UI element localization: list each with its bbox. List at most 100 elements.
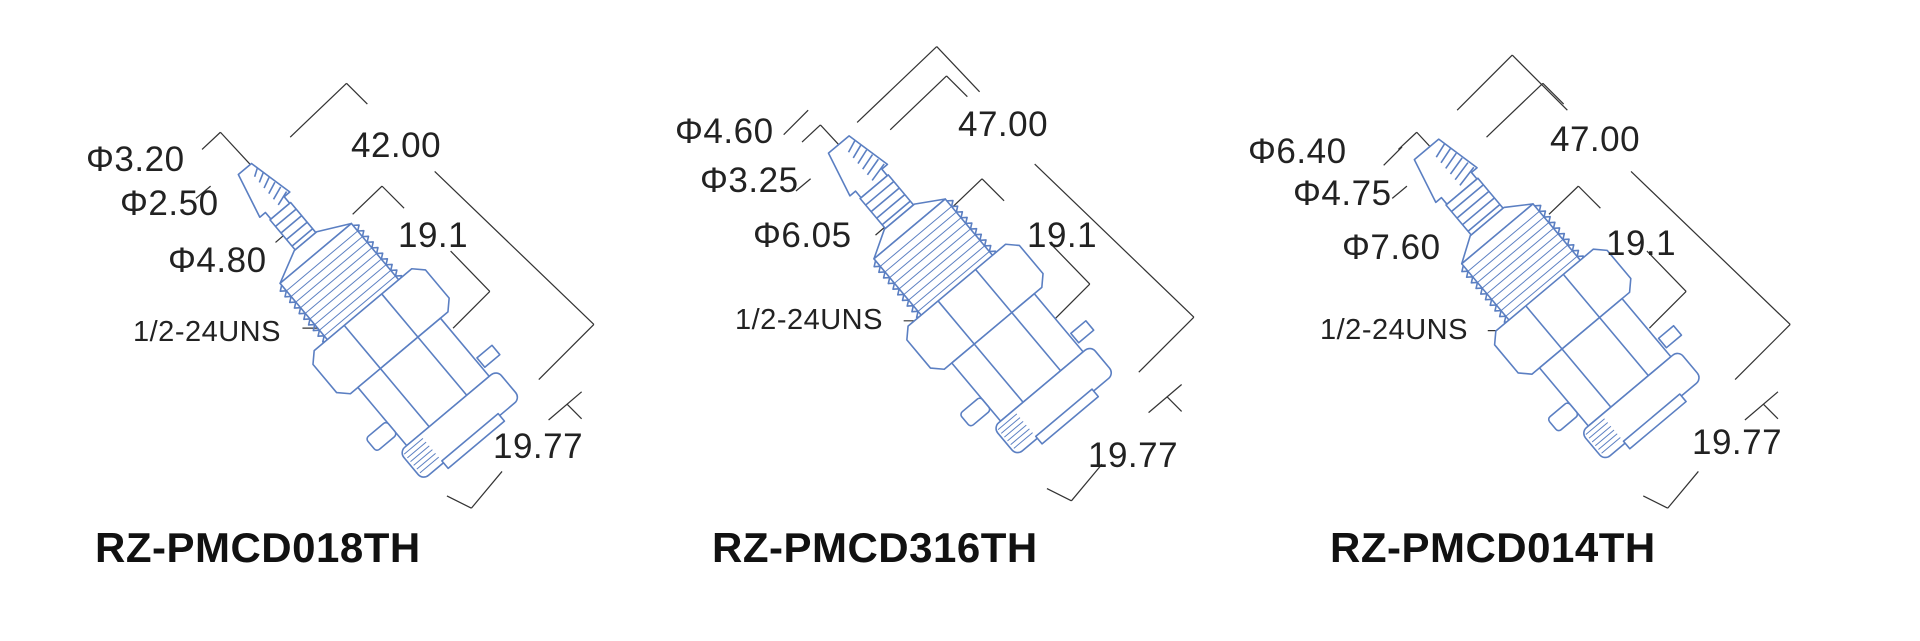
- barb-hatch: [862, 154, 874, 170]
- dimension-line: [936, 46, 981, 93]
- dimension-line: [1034, 163, 1195, 318]
- dimension-line: [352, 185, 383, 215]
- dimension-line: [1762, 403, 1779, 420]
- grip-line: [997, 413, 1018, 430]
- fitting-drawing: [827, 135, 1113, 454]
- barb-hatch: [866, 158, 879, 176]
- dia-outer-label: Φ6.40: [1248, 132, 1347, 171]
- latch-tab: [1547, 402, 1579, 432]
- thread-line: [884, 211, 957, 273]
- dimension-line: [434, 170, 595, 325]
- thread-line: [1477, 222, 1550, 283]
- neck-ring: [1451, 184, 1484, 213]
- grip-line: [1013, 432, 1033, 449]
- part-1: [195, 82, 595, 509]
- dimension-line: [1166, 396, 1183, 412]
- dia-neck-label: Φ6.05: [753, 216, 852, 255]
- latch-button: [1657, 324, 1683, 349]
- dimension-line: [538, 324, 595, 381]
- grip-line: [1598, 433, 1618, 450]
- dimension-lines: [783, 46, 1195, 502]
- fitting-drawing: [1413, 138, 1700, 459]
- barb-hatch: [1449, 157, 1463, 175]
- dia-neck-label: Φ4.80: [168, 241, 267, 280]
- dimension-line: [1050, 243, 1091, 285]
- thread-line: [1472, 216, 1545, 278]
- dimension-line: [1046, 488, 1072, 502]
- barb-hatch: [253, 167, 259, 178]
- dimension-line: [470, 471, 503, 509]
- grip-line: [1585, 418, 1605, 435]
- length-total-label: 42.00: [351, 126, 442, 165]
- part-2: [783, 46, 1195, 502]
- grip-line: [1588, 422, 1609, 439]
- barb-hatch: [268, 181, 276, 195]
- dimension-line: [446, 495, 472, 509]
- dimension-line: [1542, 82, 1565, 105]
- grip-line: [419, 456, 440, 474]
- dimension-line: [219, 131, 252, 166]
- fitting-drawing: [237, 162, 519, 478]
- dimension-line: [548, 391, 583, 421]
- thread-line: [295, 241, 368, 303]
- thread-line: [1505, 256, 1578, 317]
- grip-line: [1007, 424, 1027, 442]
- thread-line: [1496, 244, 1568, 306]
- neck-ring: [876, 193, 906, 219]
- length-total-label: 47.00: [958, 105, 1049, 144]
- grip-line: [403, 437, 424, 455]
- dimension-line: [1070, 463, 1103, 502]
- rear-edge: [1598, 316, 1649, 377]
- dia-neck-label: Φ7.60: [1342, 228, 1441, 267]
- thread-line: [889, 217, 962, 278]
- grip-line: [1000, 417, 1021, 434]
- barb-hatch: [857, 149, 868, 164]
- dimension-line: [1548, 185, 1579, 215]
- dimension-line: [1642, 495, 1669, 509]
- neck-ring: [870, 187, 900, 213]
- hex-nut: [312, 267, 450, 395]
- dimension-line: [801, 124, 821, 143]
- model-name: RZ-PMCD018TH: [95, 524, 421, 571]
- barb-hatch: [1435, 143, 1446, 158]
- grip-line: [1591, 425, 1612, 443]
- latch-button: [1070, 320, 1095, 344]
- model-name: RZ-PMCD316TH: [712, 524, 1038, 571]
- barb-hatch: [1445, 152, 1457, 169]
- hex-nut: [1493, 248, 1632, 375]
- thread-line: [1491, 239, 1564, 300]
- nut-edge: [343, 324, 382, 370]
- thread-line: [908, 239, 981, 301]
- neck-ring: [274, 208, 297, 228]
- thread-label: 1/2-24UNS: [133, 316, 281, 348]
- dimension-line: [201, 131, 221, 150]
- barb-hatch: [1459, 166, 1475, 186]
- dimension-line: [1148, 384, 1183, 414]
- dia-outer-label: Φ4.60: [675, 112, 774, 151]
- neck-ring: [1467, 203, 1501, 232]
- thread-line: [1467, 211, 1540, 272]
- thread-line: [300, 247, 373, 309]
- dimension-line: [1734, 324, 1791, 381]
- rear-edge: [379, 368, 430, 428]
- rear-edge: [1011, 312, 1062, 372]
- grip-line: [416, 452, 436, 470]
- nut-edge: [381, 293, 419, 338]
- thread-line: [879, 206, 952, 267]
- neck-ring: [865, 180, 895, 206]
- latch-button: [476, 344, 501, 369]
- nut-edge: [1562, 273, 1601, 319]
- barb-hatch: [277, 191, 288, 206]
- barb-hatch: [1440, 148, 1452, 164]
- dimension-line: [450, 250, 491, 292]
- dimension-line: [289, 82, 347, 138]
- grip-line: [1004, 420, 1024, 438]
- latch-tab: [960, 397, 991, 427]
- coupling-face: [1622, 393, 1687, 450]
- dimension-line: [346, 82, 368, 105]
- thread-label: 1/2-24UNS: [1320, 314, 1468, 346]
- model-name: RZ-PMCD014TH: [1330, 524, 1656, 571]
- grip-line: [1594, 429, 1615, 447]
- dia-inner-label: Φ4.75: [1293, 174, 1392, 213]
- thread-line: [1486, 233, 1559, 295]
